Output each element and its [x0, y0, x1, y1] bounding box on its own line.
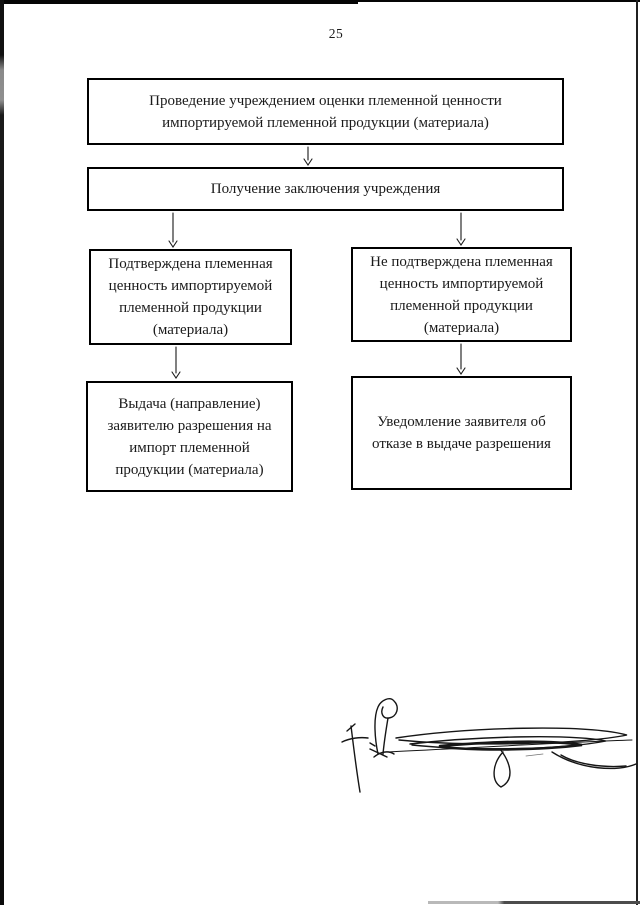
scan-edge-bottom	[428, 901, 640, 904]
page-number: 25	[328, 26, 344, 41]
scan-edge-left	[0, 0, 4, 905]
flow-node-not-confirmed: Не подтверждена племенная ценность импор…	[351, 247, 572, 342]
flow-node-conclusion-label: Получение заключения учреждения	[210, 181, 441, 197]
arrow-conclusion-to-not-confirmed	[456, 212, 466, 246]
flow-node-refusal-notice: Уведомление заявителя об отказе в выдаче…	[351, 376, 572, 490]
arrow-not-confirmed-to-refusal	[456, 343, 466, 375]
signature-scribble	[341, 698, 637, 793]
flow-node-assessment: Проведение учреждением оценки племенной …	[87, 78, 564, 145]
flow-node-conclusion: Получение заключения учреждения	[87, 167, 564, 211]
flow-node-permit-issue: Выдача (направление) заявителю разрешени…	[86, 381, 293, 492]
scan-edge-top-thick	[0, 0, 359, 4]
flow-node-permit-issue-label: Выдача (направление) заявителю разрешени…	[107, 395, 272, 478]
scan-edge-right	[636, 0, 638, 905]
flow-node-refusal-notice-label: Уведомление заявителя об отказе в выдаче…	[372, 414, 551, 452]
flow-node-confirmed: Подтверждена племенная ценность импортир…	[89, 249, 292, 345]
arrow-confirmed-to-permit	[171, 346, 181, 379]
flow-node-confirmed-label: Подтверждена племенная ценность импортир…	[108, 256, 273, 338]
flow-node-not-confirmed-label: Не подтверждена племенная ценность импор…	[370, 253, 553, 336]
arrow-assessment-to-conclusion	[303, 146, 313, 166]
flow-node-assessment-label: Проведение учреждением оценки племенной …	[149, 92, 502, 131]
arrow-conclusion-to-confirmed	[168, 212, 178, 248]
